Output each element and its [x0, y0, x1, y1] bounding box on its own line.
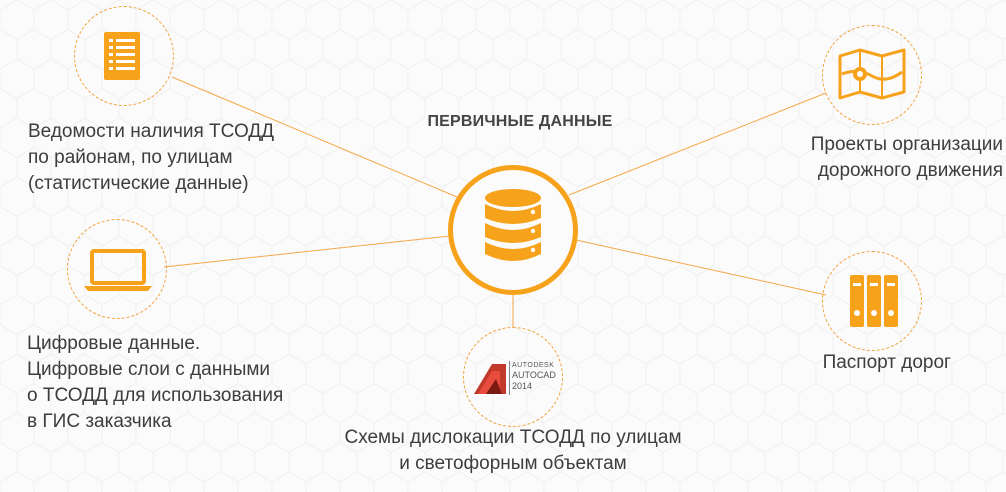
label-vedomosti-line: (статистические данные): [28, 173, 249, 194]
label-projects: Проекты организации дорожного движения: [781, 132, 1003, 184]
label-autocad-line: и светофорным объектам: [399, 453, 627, 474]
label-digital: Цифровые данные. Цифровые слои с данными…: [27, 331, 283, 435]
connector-passport: [575, 239, 827, 296]
label-vedomosti-line: Ведомости наличия ТСОДД: [28, 121, 275, 142]
label-digital-line: в ГИС заказчика: [27, 411, 172, 432]
label-autocad-line: Схемы дислокации ТСОДД по улицам: [344, 427, 682, 448]
node-autocad-circle: [463, 327, 563, 427]
connector-projects: [568, 92, 827, 196]
diagram-title: ПЕРВИЧНЫЕ ДАННЫЕ: [427, 113, 613, 130]
label-passport-line: Паспорт дорог: [822, 352, 951, 373]
label-autocad: Схемы дислокации ТСОДД по улицам и свето…: [313, 425, 713, 477]
connector-vedomosti: [171, 76, 458, 198]
map-icon: [838, 48, 906, 100]
node-digital-circle: [67, 219, 167, 319]
label-digital-line: о ТСОДД для использования: [27, 385, 284, 406]
node-vedomosti-circle: [74, 6, 174, 106]
node-passport-circle: [822, 251, 922, 351]
node-projects-circle: [822, 25, 922, 125]
binders-icon: [850, 275, 898, 327]
label-digital-line: Цифровые данные.: [27, 333, 201, 354]
label-vedomosti-line: по районам, по улицам: [28, 147, 233, 168]
autocad-year: 2014: [512, 381, 533, 391]
database-icon: [485, 189, 541, 261]
autocad-product: AUTOCAD: [512, 370, 556, 380]
label-passport: Паспорт дорог: [781, 350, 951, 376]
label-digital-line: Цифровые слои с данными: [27, 359, 271, 380]
laptop-icon: [84, 249, 152, 291]
connector-digital: [163, 235, 451, 268]
label-vedomosti: Ведомости наличия ТСОДД по районам, по у…: [28, 119, 274, 197]
autocad-logo: AUTODESK AUTOCAD 2014: [472, 361, 564, 397]
label-projects-line: дорожного движения: [817, 160, 1003, 181]
autocad-brand: AUTODESK: [512, 362, 555, 369]
document-list-icon: [104, 32, 140, 80]
label-projects-line: Проекты организации: [810, 134, 1003, 155]
